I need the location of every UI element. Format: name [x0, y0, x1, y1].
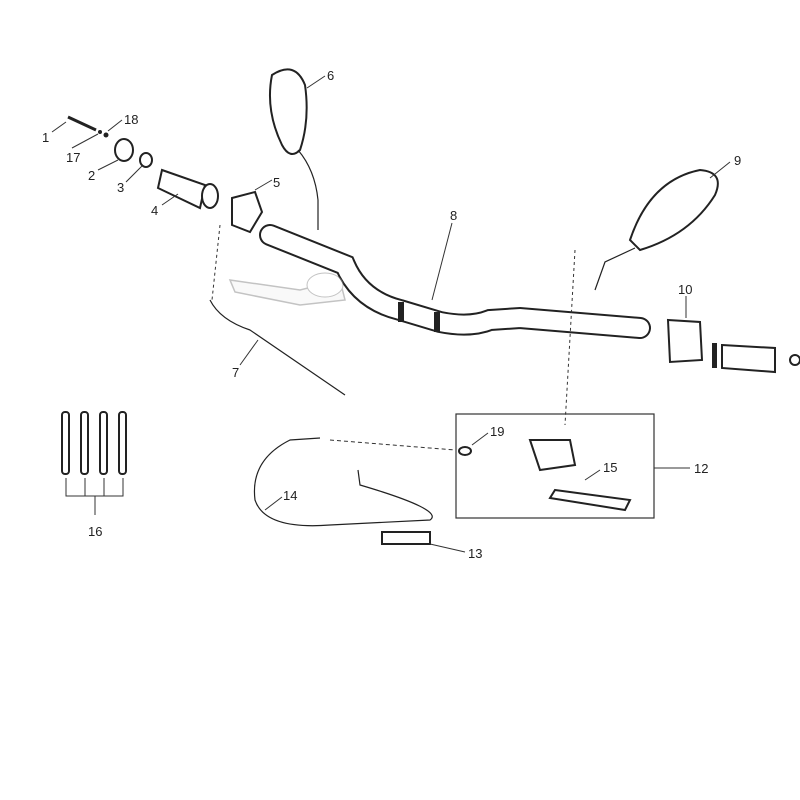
assembly-box: [455, 413, 655, 519]
label-12: 12: [694, 461, 708, 476]
label-15: 15: [603, 460, 617, 475]
label-6: 6: [327, 68, 334, 83]
right-mirror: [594, 168, 719, 291]
clutch-cable: [209, 299, 346, 396]
label-13: 13: [468, 546, 482, 561]
bolts: [61, 411, 127, 515]
label-18: 18: [124, 112, 138, 127]
label-10: 10: [678, 282, 692, 297]
label-14: 14: [283, 488, 297, 503]
label-17: 17: [66, 150, 80, 165]
label-9: 9: [734, 153, 741, 168]
brake-lever-assembly: [458, 249, 632, 512]
left-mirror: [269, 68, 319, 230]
throttle-cable: [253, 437, 433, 527]
label-8: 8: [450, 208, 457, 223]
handlebar: [259, 224, 651, 339]
label-3: 3: [117, 180, 124, 195]
label-19: 19: [490, 424, 504, 439]
label-16: 16: [88, 524, 102, 539]
cable-adjuster: [381, 531, 431, 545]
label-1: 1: [42, 130, 49, 145]
leader-lines: [51, 75, 731, 553]
left-lever: [228, 272, 346, 306]
leader-line: [211, 224, 221, 301]
label-7: 7: [232, 365, 239, 380]
leader-line: [329, 439, 456, 451]
label-2: 2: [88, 168, 95, 183]
label-5: 5: [273, 175, 280, 190]
left-grip-parts: [67, 115, 264, 234]
label-4: 4: [151, 203, 158, 218]
part-labels: 1 2 3 4 5 6 7 8 9 10 12 13 14 15 16 17 1…: [42, 68, 741, 561]
right-grip-parts: [666, 318, 800, 374]
